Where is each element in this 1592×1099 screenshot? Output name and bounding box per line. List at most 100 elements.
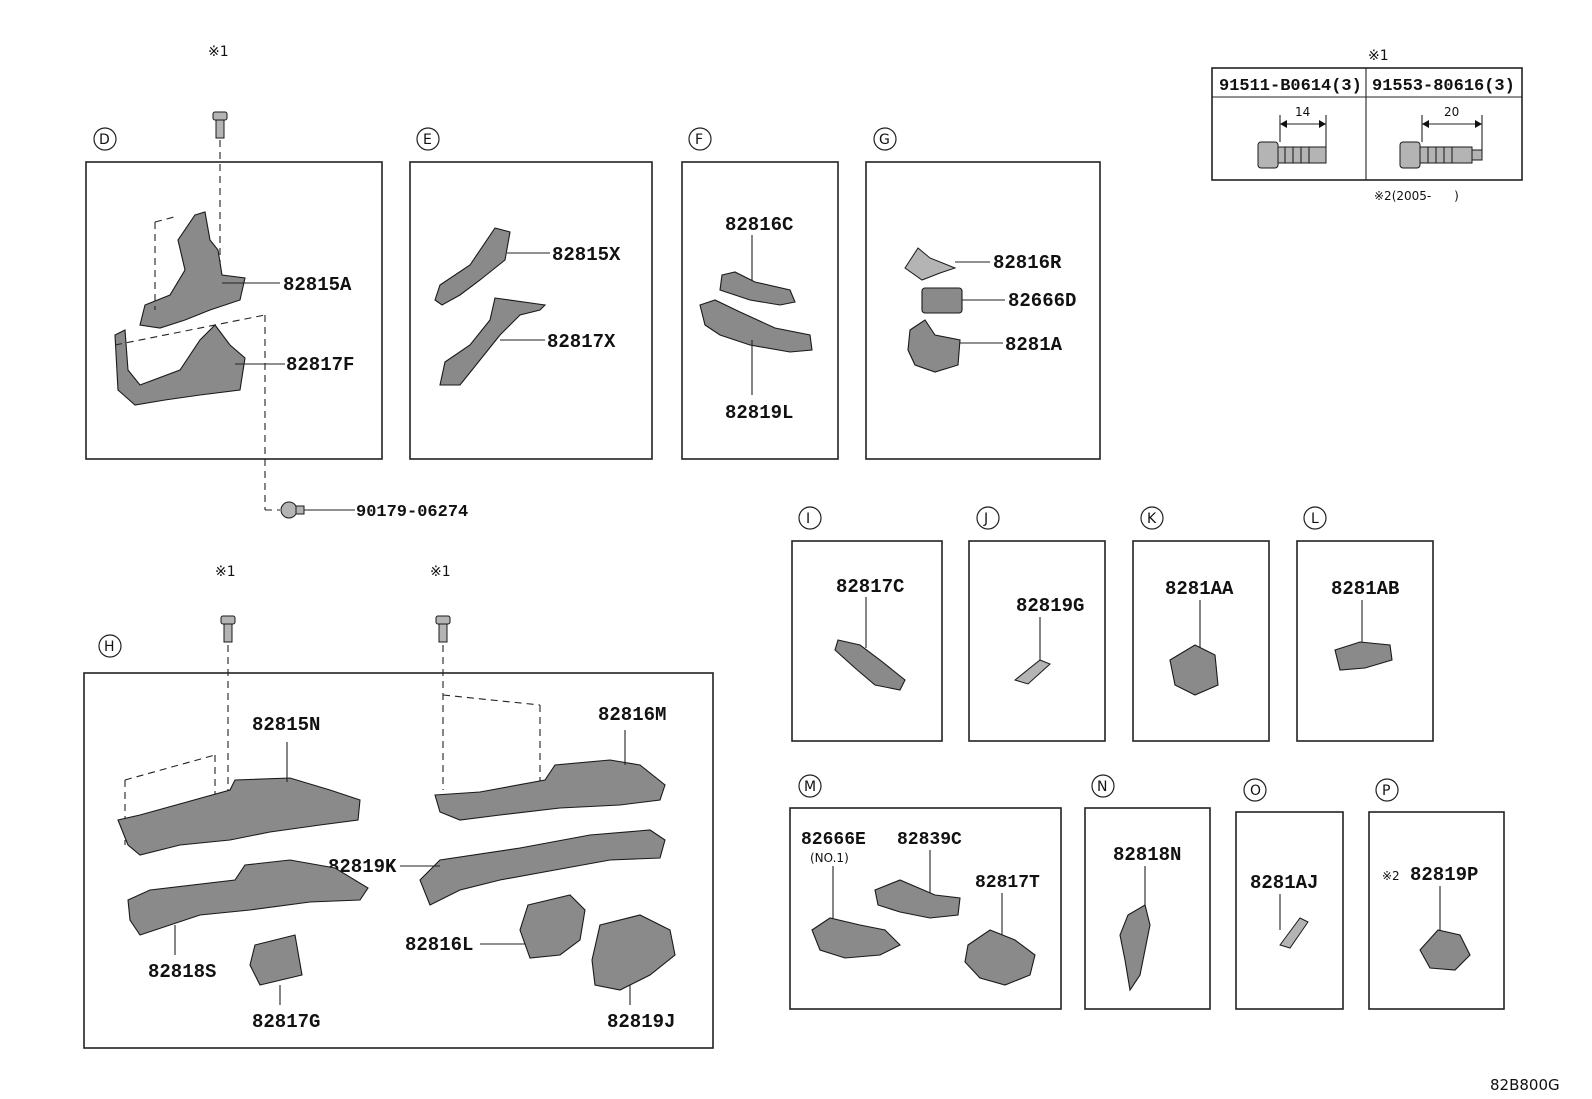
part-8281ab-shape (1334, 641, 1393, 671)
group-p: P ※2 82819P (1368, 778, 1505, 1010)
part-82819k-label: 82819K (328, 856, 397, 878)
group-l-label: L (1311, 511, 1319, 527)
group-i-label: I (806, 511, 810, 527)
group-j-frame (968, 540, 1106, 742)
group-n: N 82818N (1084, 774, 1211, 1010)
part-82817c-label: 82817C (836, 576, 904, 598)
bolt-part-1: 91511-B0614(3) (1219, 77, 1362, 96)
group-m-label: M (804, 779, 816, 795)
part-82816r-shape (904, 247, 957, 281)
bolt-icon (435, 615, 451, 643)
part-82666d-shape (921, 287, 963, 314)
part-82817f-shape (114, 324, 246, 406)
part-82817f-label: 82817F (286, 354, 354, 376)
part-82815n-shape (117, 777, 361, 856)
part-82817c-shape (834, 639, 906, 691)
part-82817t-shape (964, 929, 1036, 986)
group-m: M 82666E (NO.1) 82839C 82817T (789, 774, 1062, 1010)
part-82816m-shape (434, 759, 666, 821)
part-82815n-label: 82815N (252, 714, 320, 736)
loose-part-label: 90179-06274 (356, 503, 468, 522)
bolt-2-icon (1399, 115, 1483, 169)
part-82815a-label: 82815A (283, 274, 352, 296)
part-82815x-shape (434, 227, 511, 306)
bolt-1-dim: 14 (1295, 105, 1310, 119)
bolt-part-2: 91553-80616(3) (1372, 77, 1515, 96)
part-82816l-label: 82816L (405, 934, 473, 956)
group-p-frame (1368, 811, 1505, 1010)
bolt-table: ※1 91511-B0614(3) 91553-80616(3) 14 (1211, 48, 1523, 203)
group-k-label: K (1147, 511, 1157, 527)
part-82819j-label: 82819J (607, 1011, 675, 1033)
group-e-label: E (423, 132, 432, 148)
group-h: H ※1 ※1 82815N 82816M 82819K 82818S (83, 564, 714, 1049)
part-82817g-shape (249, 934, 303, 986)
group-j: J 82819G (968, 506, 1106, 742)
clip-icon (280, 501, 305, 519)
group-i-frame (791, 540, 943, 742)
group-n-label: N (1097, 779, 1107, 795)
part-8281a-shape (907, 319, 961, 373)
part-82816r-label: 82816R (993, 252, 1062, 274)
group-f: F 82816C 82819L (681, 127, 839, 460)
part-82819g-shape (1013, 659, 1051, 685)
group-n-frame (1084, 807, 1211, 1010)
part-82816l-shape (519, 894, 586, 959)
group-d-frame (85, 161, 383, 460)
part-82819j-shape (591, 914, 676, 991)
group-h-label: H (104, 639, 115, 655)
group-h-bolt-note-1: ※1 (215, 564, 236, 580)
group-i: I 82817C (791, 506, 943, 742)
group-h-frame (83, 672, 714, 1049)
group-o-frame (1235, 811, 1344, 1010)
part-82819p-note: ※2 (1382, 869, 1400, 883)
group-o-label: O (1250, 783, 1261, 799)
group-g-frame (865, 161, 1101, 460)
part-82666e-shape (811, 917, 901, 959)
part-82815a-shape (139, 211, 246, 329)
bolt-table-footnote: ※2(2005- ) (1374, 189, 1459, 203)
group-k: K 8281AA (1132, 506, 1270, 742)
loose-part: 90179-06274 (265, 501, 468, 522)
group-e: E 82815X 82817X (409, 127, 653, 460)
group-d-bolt-note: ※1 (208, 44, 229, 60)
group-p-label: P (1382, 783, 1390, 799)
part-82817g-label: 82817G (252, 1011, 320, 1033)
bolt-table-note-mark: ※1 (1368, 48, 1389, 64)
part-82666e-label: 82666E (801, 830, 866, 850)
group-g: G 82816R 82666D 8281A (865, 127, 1101, 460)
group-g-label: G (879, 132, 890, 148)
group-e-frame (409, 161, 653, 460)
part-8281a-label: 8281A (1005, 334, 1063, 356)
part-8281ab-label: 8281AB (1331, 578, 1399, 600)
part-8281aj-label: 8281AJ (1250, 872, 1318, 894)
part-8281aa-shape (1169, 644, 1219, 696)
part-82817t-label: 82817T (975, 873, 1040, 893)
part-82819p-label: 82819P (1410, 864, 1478, 886)
group-m-frame (789, 807, 1062, 1010)
part-82818n-shape (1119, 904, 1151, 992)
part-8281aj-shape (1279, 917, 1309, 949)
group-l: L 8281AB (1296, 506, 1434, 742)
part-82819g-label: 82819G (1016, 595, 1084, 617)
part-82666e-note: (NO.1) (810, 851, 849, 865)
group-h-bolt-note-2: ※1 (430, 564, 451, 580)
bolt-1-icon (1257, 115, 1327, 169)
part-82819k-shape (419, 829, 666, 906)
part-82816m-label: 82816M (598, 704, 666, 726)
part-82817x-label: 82817X (547, 331, 616, 353)
part-82818s-shape (127, 859, 369, 936)
part-82819l-label: 82819L (725, 402, 793, 424)
part-82839c-label: 82839C (897, 830, 962, 850)
part-82818n-label: 82818N (1113, 844, 1181, 866)
part-82819l-shape (699, 299, 813, 353)
bolt-icon (212, 111, 228, 139)
figure-code: 82B800G (1490, 1076, 1560, 1094)
group-d: D ※1 82815A 82817F (85, 44, 383, 510)
bolt-2-dim: 20 (1444, 105, 1459, 119)
group-l-frame (1296, 540, 1434, 742)
group-j-label: J (983, 511, 988, 527)
bolt-table-frame (1211, 67, 1523, 181)
part-82666d-label: 82666D (1008, 290, 1076, 312)
